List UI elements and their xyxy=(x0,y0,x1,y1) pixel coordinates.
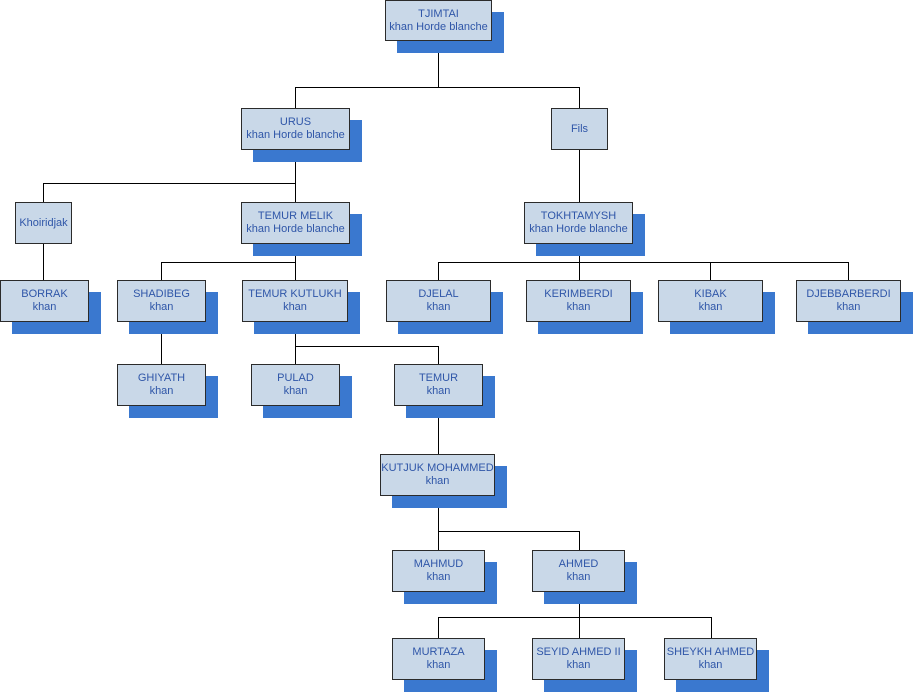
node-name: Khoiridjak xyxy=(19,216,68,229)
node-box: Khoiridjak xyxy=(15,202,72,244)
node-name: Fils xyxy=(570,122,589,135)
node-name: GHIYATH xyxy=(137,372,186,384)
node-title: khan xyxy=(283,385,308,397)
node-title: khan xyxy=(283,301,307,313)
node-seyid-ahmed-ii: SEYID AHMED II khan xyxy=(532,638,637,692)
node-name: MAHMUD xyxy=(413,558,464,570)
node-pulad: PULAD khan xyxy=(251,364,352,418)
node-box: URUS khan Horde blanche xyxy=(241,108,350,150)
connector-ahmed xyxy=(438,592,712,638)
node-name: TEMUR MELIK xyxy=(257,210,334,222)
node-tokhtamysh: TOKHTAMYSH khan Horde blanche xyxy=(524,202,645,256)
node-name: KIBAK xyxy=(694,288,727,300)
node-mahmud: MAHMUD khan xyxy=(392,550,497,604)
node-temur-kutlukh: TEMUR KUTLUKH khan xyxy=(242,280,360,334)
node-box: DJEBBARBERDI khan xyxy=(796,280,901,322)
node-djebbarberdi: DJEBBARBERDI khan xyxy=(796,280,913,334)
connector-urus xyxy=(43,150,296,202)
node-name: SHEYKH AHMED xyxy=(666,646,755,658)
node-khoiridjak: Khoiridjak xyxy=(15,202,72,244)
node-name: TEMUR xyxy=(418,372,459,384)
node-murtaza: MURTAZA khan xyxy=(392,638,497,692)
node-box: SHEYKH AHMED khan xyxy=(664,638,757,680)
connector-temur-kutlukh xyxy=(295,322,439,364)
connector-kutjuk-mohammed xyxy=(438,496,580,550)
node-box: TJIMTAI khan Horde blanche xyxy=(385,0,492,41)
node-box: TEMUR MELIK khan Horde blanche xyxy=(241,202,350,244)
node-name: KUTJUK MOHAMMED xyxy=(381,462,494,474)
node-temur: TEMUR khan xyxy=(394,364,495,418)
node-name: TOKHTAMYSH xyxy=(540,210,617,222)
node-title: khan Horde blanche xyxy=(246,129,345,141)
node-title: khan Horde blanche xyxy=(246,223,345,235)
node-title: khan xyxy=(566,659,591,671)
node-name: AHMED xyxy=(558,558,599,570)
node-name: MURTAZA xyxy=(412,646,465,658)
node-box: Fils xyxy=(551,108,608,150)
node-name: PULAD xyxy=(277,372,314,384)
node-box: TOKHTAMYSH khan Horde blanche xyxy=(524,202,633,244)
node-title: khan xyxy=(426,571,451,583)
node-shadibeg: SHADIBEG khan xyxy=(117,280,218,334)
node-title: khan Horde blanche xyxy=(389,20,488,33)
node-name: KERIMBERDI xyxy=(544,288,613,300)
node-title: khan xyxy=(836,301,861,313)
node-name: SEYID AHMED II xyxy=(536,646,621,658)
node-box: PULAD khan xyxy=(251,364,340,406)
node-ahmed: AHMED khan xyxy=(532,550,637,604)
node-title: khan xyxy=(566,301,591,313)
node-name: SHADIBEG xyxy=(133,288,190,300)
node-title: khan xyxy=(426,301,451,313)
node-kibak: KIBAK khan xyxy=(658,280,775,334)
node-name: URUS xyxy=(279,116,312,128)
node-box: BORRAK khan xyxy=(0,280,89,322)
node-kutjuk-mohammed: KUTJUK MOHAMMED khan xyxy=(380,454,507,508)
node-temur-melik: TEMUR MELIK khan Horde blanche xyxy=(241,202,362,256)
node-box: TEMUR khan xyxy=(394,364,483,406)
node-borrak: BORRAK khan xyxy=(0,280,101,334)
node-box: TEMUR KUTLUKH khan xyxy=(242,280,348,322)
node-title: khan xyxy=(426,385,451,397)
node-name: TJIMTAI xyxy=(418,7,459,20)
node-urus: URUS khan Horde blanche xyxy=(241,108,362,162)
connector-tjimtai xyxy=(295,41,580,108)
node-box: DJELAL khan xyxy=(386,280,491,322)
node-name: DJELAL xyxy=(418,288,459,300)
node-box: SHADIBEG khan xyxy=(117,280,206,322)
node-box: SEYID AHMED II khan xyxy=(532,638,625,680)
node-box: KIBAK khan xyxy=(658,280,763,322)
node-box: MURTAZA khan xyxy=(392,638,485,680)
node-djelal: DJELAL khan xyxy=(386,280,503,334)
node-title: khan Horde blanche xyxy=(529,223,628,235)
node-title: khan xyxy=(149,301,174,313)
node-title: khan xyxy=(425,475,450,487)
node-name: DJEBBARBERDI xyxy=(806,288,891,300)
node-title: khan xyxy=(32,301,57,313)
node-box: MAHMUD khan xyxy=(392,550,485,592)
node-box: GHIYATH khan xyxy=(117,364,206,406)
node-fils: Fils xyxy=(551,108,608,150)
node-tjimtai: TJIMTAI khan Horde blanche xyxy=(385,0,504,53)
connector-tokhtamysh xyxy=(438,244,849,280)
node-name: TEMUR KUTLUKH xyxy=(248,288,342,300)
node-title: khan xyxy=(566,571,591,583)
node-title: khan xyxy=(149,385,174,397)
node-sheykh-ahmed: SHEYKH AHMED khan xyxy=(664,638,769,692)
node-box: KERIMBERDI khan xyxy=(526,280,631,322)
node-box: AHMED khan xyxy=(532,550,625,592)
node-title: khan xyxy=(426,659,451,671)
node-ghiyath: GHIYATH khan xyxy=(117,364,218,418)
node-name: BORRAK xyxy=(21,288,68,300)
node-box: KUTJUK MOHAMMED khan xyxy=(380,454,495,496)
node-title: khan xyxy=(698,301,723,313)
node-title: khan xyxy=(698,659,723,671)
node-kerimberdi: KERIMBERDI khan xyxy=(526,280,643,334)
